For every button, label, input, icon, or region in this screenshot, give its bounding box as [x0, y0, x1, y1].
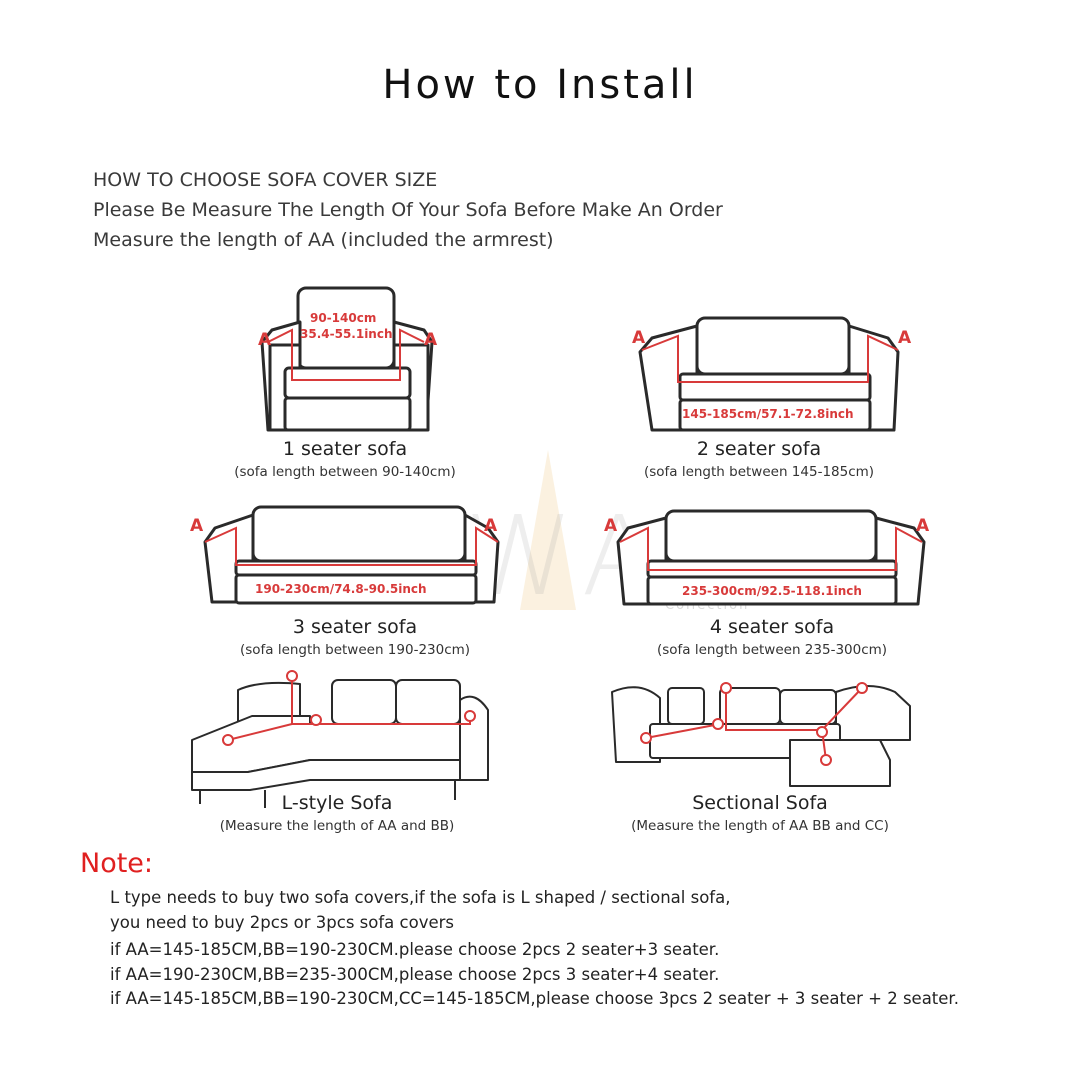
two-seater-marker-left: A — [632, 328, 646, 348]
note-title: Note: — [80, 848, 154, 879]
three-seater-name: 3 seater sofa — [292, 616, 418, 638]
three-seater-sofa-drawing — [203, 505, 500, 605]
l-style-caption: L-style Sofa (Measure the length of AA a… — [196, 792, 478, 834]
two-seater-sofa-drawing — [638, 316, 900, 432]
note-line: if AA=145-185CM,BB=190-230CM,CC=145-185C… — [110, 989, 959, 1008]
one-seater-range: (sofa length between 90-140cm) — [234, 464, 456, 480]
note-line: if AA=145-185CM,BB=190-230CM.please choo… — [110, 940, 720, 959]
watermark-logo-shape — [520, 450, 576, 610]
intro-measure: Measure the length of AA (included the a… — [93, 229, 554, 251]
intro-instruction: Please Be Measure The Length Of Your Sof… — [93, 199, 723, 221]
l-style-sofa-drawing — [191, 670, 489, 808]
four-seater-dim: 235-300cm/92.5-118.1inch — [682, 584, 862, 598]
two-seater-dim: 145-185cm/57.1-72.8inch — [682, 407, 854, 421]
one-seater-caption: 1 seater sofa (sofa length between 90-14… — [218, 438, 472, 480]
one-seater-sofa-drawing — [260, 286, 434, 432]
four-seater-range: (sofa length between 235-300cm) — [656, 642, 888, 658]
one-seater-name: 1 seater sofa — [282, 438, 408, 460]
note-line: L type needs to buy two sofa covers,if t… — [110, 888, 731, 907]
three-seater-range: (sofa length between 190-230cm) — [239, 642, 471, 658]
two-seater-range: (sofa length between 145-185cm) — [643, 464, 875, 480]
one-seater-dim-cm: 90-140cm — [310, 311, 377, 325]
four-seater-sofa-drawing — [616, 509, 926, 606]
one-seater-marker-left: A — [258, 330, 272, 350]
four-seater-caption: 4 seater sofa (sofa length between 235-3… — [636, 616, 908, 658]
two-seater-marker-right: A — [898, 328, 912, 348]
four-seater-name: 4 seater sofa — [709, 616, 835, 638]
sectional-measure: (Measure the length of AA BB and CC) — [631, 818, 889, 834]
sectional-sofa-drawing — [611, 682, 911, 787]
three-seater-marker-right: A — [484, 516, 498, 536]
l-style-measure: (Measure the length of AA and BB) — [219, 818, 455, 834]
note-line: you need to buy 2pcs or 3pcs sofa covers — [110, 912, 455, 932]
one-seater-marker-right: A — [424, 330, 438, 350]
note-lines: L type needs to buy two sofa covers,if t… — [110, 886, 959, 1012]
page-title: How to Install — [382, 62, 698, 108]
sectional-caption: Sectional Sofa (Measure the length of AA… — [608, 792, 912, 834]
intro-heading: HOW TO CHOOSE SOFA COVER SIZE — [93, 169, 438, 191]
intro-text: HOW TO CHOOSE SOFA COVER SIZE Please Be … — [93, 165, 723, 255]
three-seater-caption: 3 seater sofa (sofa length between 190-2… — [219, 616, 491, 658]
two-seater-name: 2 seater sofa — [696, 438, 822, 460]
three-seater-dim: 190-230cm/74.8-90.5inch — [255, 582, 427, 596]
note-line: if AA=190-230CM,BB=235-300CM,please choo… — [110, 964, 720, 984]
four-seater-marker-right: A — [916, 516, 930, 536]
three-seater-marker-left: A — [190, 516, 204, 536]
four-seater-marker-left: A — [604, 516, 618, 536]
sectional-name: Sectional Sofa — [692, 792, 828, 814]
l-style-name: L-style Sofa — [281, 792, 393, 814]
two-seater-caption: 2 seater sofa (sofa length between 145-1… — [624, 438, 894, 480]
one-seater-dim-inch: 35.4-55.1inch — [300, 327, 393, 341]
